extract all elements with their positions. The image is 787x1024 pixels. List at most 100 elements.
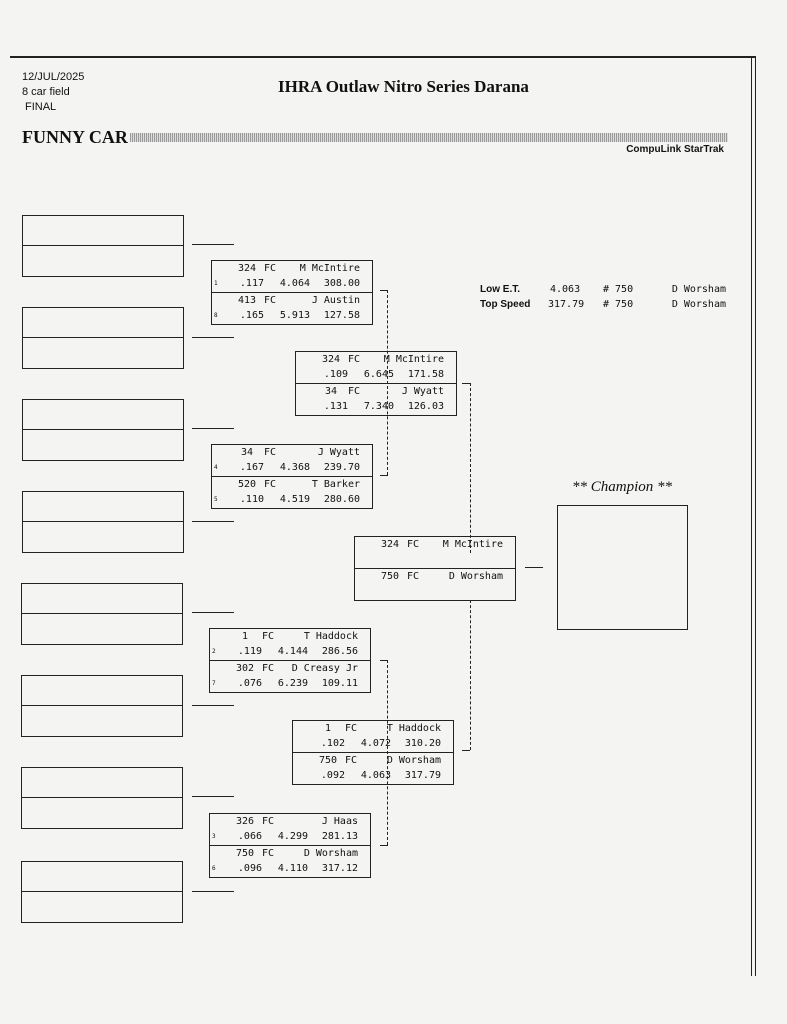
blank-entry-box	[21, 583, 183, 645]
lane-rt: .066	[237, 831, 262, 842]
lane-rt: .167	[239, 462, 264, 473]
lane-driver: D Worsham	[303, 848, 358, 859]
lane-et: 4.519	[279, 494, 310, 505]
lane-speed: 317.79	[404, 770, 441, 781]
bracket-connector-tick	[380, 475, 388, 476]
bracket-connector-tick	[462, 383, 470, 384]
page-title: IHRA Outlaw Nitro Series Darana	[278, 77, 529, 96]
lane-driver: J Haas	[321, 816, 358, 827]
blank-entry-box	[22, 215, 184, 277]
lane-rt: .165	[239, 310, 264, 321]
category-title: FUNNY CAR	[22, 127, 128, 147]
lane-speed: 239.70	[323, 462, 360, 473]
bracket-connector	[192, 891, 234, 892]
lane-car: 324	[237, 263, 257, 274]
lane-speed: 281.13	[321, 831, 358, 842]
lane-class: FC	[348, 354, 361, 365]
title-hatch-divider	[130, 133, 728, 142]
blank-entry-box	[22, 491, 184, 553]
lane-rt: .109	[323, 369, 348, 380]
lane-car: 324	[380, 539, 400, 550]
lane-rt: .110	[239, 494, 264, 505]
lane-seed: 6	[212, 865, 216, 872]
blank-entry-box	[22, 307, 184, 369]
lane-car: 413	[237, 295, 257, 306]
lane-seed: 5	[214, 496, 218, 503]
lane-et: 4.064	[279, 278, 310, 289]
entry-divider	[22, 705, 182, 706]
champion-label: ** Champion **	[571, 479, 672, 495]
bracket-connector	[192, 796, 234, 797]
lane-speed: 308.00	[323, 278, 360, 289]
lane-et: 4.144	[277, 646, 308, 657]
lane-class: FC	[262, 848, 275, 859]
lane-class: FC	[264, 479, 277, 490]
lane-driver: D Worsham	[386, 755, 441, 766]
bracket-dashed-connector	[387, 660, 388, 845]
blank-entry-box	[21, 675, 183, 737]
bracket-connector	[192, 244, 234, 245]
software-credit: CompuLink StarTrak	[626, 144, 724, 155]
lane-rt: .117	[239, 278, 264, 289]
lane-seed: 8	[214, 312, 218, 319]
lane-speed: 317.12	[321, 863, 358, 874]
lane-car: 302	[235, 663, 255, 674]
bracket-dashed-connector	[470, 383, 471, 553]
lane-rt: .096	[237, 863, 262, 874]
lane-et: 6.239	[277, 678, 308, 689]
lane-class: FC	[407, 539, 420, 550]
lane-driver: D Worsham	[448, 571, 503, 582]
bracket-connector-tick	[380, 660, 388, 661]
lane-car: 34	[240, 447, 254, 458]
bracket-connector-tick	[380, 290, 388, 291]
lane-class: FC	[262, 631, 275, 642]
lane-seed: 2	[212, 648, 216, 655]
lane-rt: .102	[320, 738, 345, 749]
lane-class: FC	[407, 571, 420, 582]
lane-car: 750	[235, 848, 255, 859]
blank-entry-box	[22, 399, 184, 461]
lane-speed: 310.20	[404, 738, 441, 749]
lane-rt: .076	[237, 678, 262, 689]
lane-driver: M McIntire	[383, 354, 444, 365]
lane-rt: .119	[237, 646, 262, 657]
bracket-connector	[192, 612, 234, 613]
lane-driver: J Austin	[311, 295, 360, 306]
lane-car: 1	[324, 723, 332, 734]
lane-et: 7.340	[363, 401, 394, 412]
blank-entry-box	[21, 861, 183, 923]
top-speed-driver: D Worsham	[671, 299, 726, 310]
lane-driver: D Creasy Jr	[291, 663, 358, 674]
entry-divider	[23, 337, 183, 338]
bracket-connector	[192, 337, 234, 338]
race-lane: 8 413 FC J Austin .165 5.913 127.58	[212, 292, 372, 324]
low-et-value: 4.063	[550, 284, 581, 295]
lane-et: 5.913	[279, 310, 310, 321]
lane-driver: T Barker	[311, 479, 360, 490]
lane-speed: 286.56	[321, 646, 358, 657]
champion-box	[557, 505, 688, 630]
entry-divider	[23, 245, 183, 246]
low-et-label: Low E.T.	[480, 284, 520, 295]
lane-speed: 127.58	[323, 310, 360, 321]
lane-car: 326	[235, 816, 255, 827]
lane-class: FC	[264, 295, 277, 306]
lane-et: 4.299	[277, 831, 308, 842]
lane-et: 6.645	[363, 369, 394, 380]
lane-driver: J Wyatt	[401, 386, 444, 397]
low-et-car: # 750	[603, 284, 634, 295]
lane-et: 4.072	[360, 738, 391, 749]
lane-seed: 4	[214, 464, 218, 471]
